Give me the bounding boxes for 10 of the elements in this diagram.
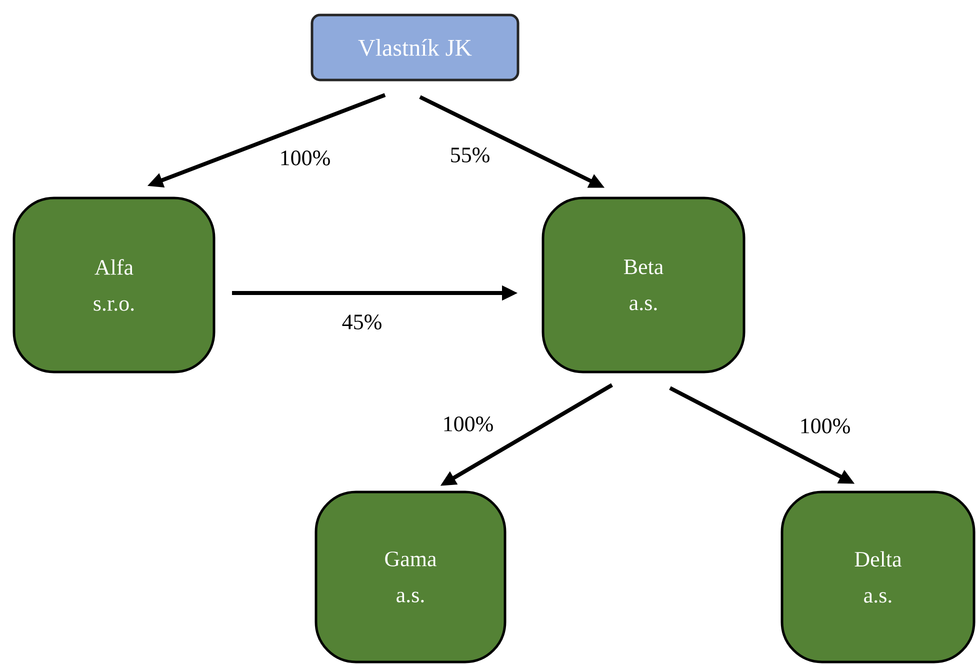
edge-label: 100% — [278, 150, 332, 166]
company-box: Beta a.s. — [542, 196, 746, 374]
edge-label: 100% — [441, 416, 495, 432]
company-box: Alfa s.r.o. — [12, 196, 216, 374]
company-box: Delta a.s. — [780, 490, 976, 664]
edge-label: 45% — [340, 314, 384, 330]
owner-box: Vlastník JK — [310, 14, 520, 82]
company-box: Gama a.s. — [314, 490, 506, 664]
edge-label: 55% — [448, 146, 492, 164]
edge-label: 100% — [798, 418, 852, 434]
